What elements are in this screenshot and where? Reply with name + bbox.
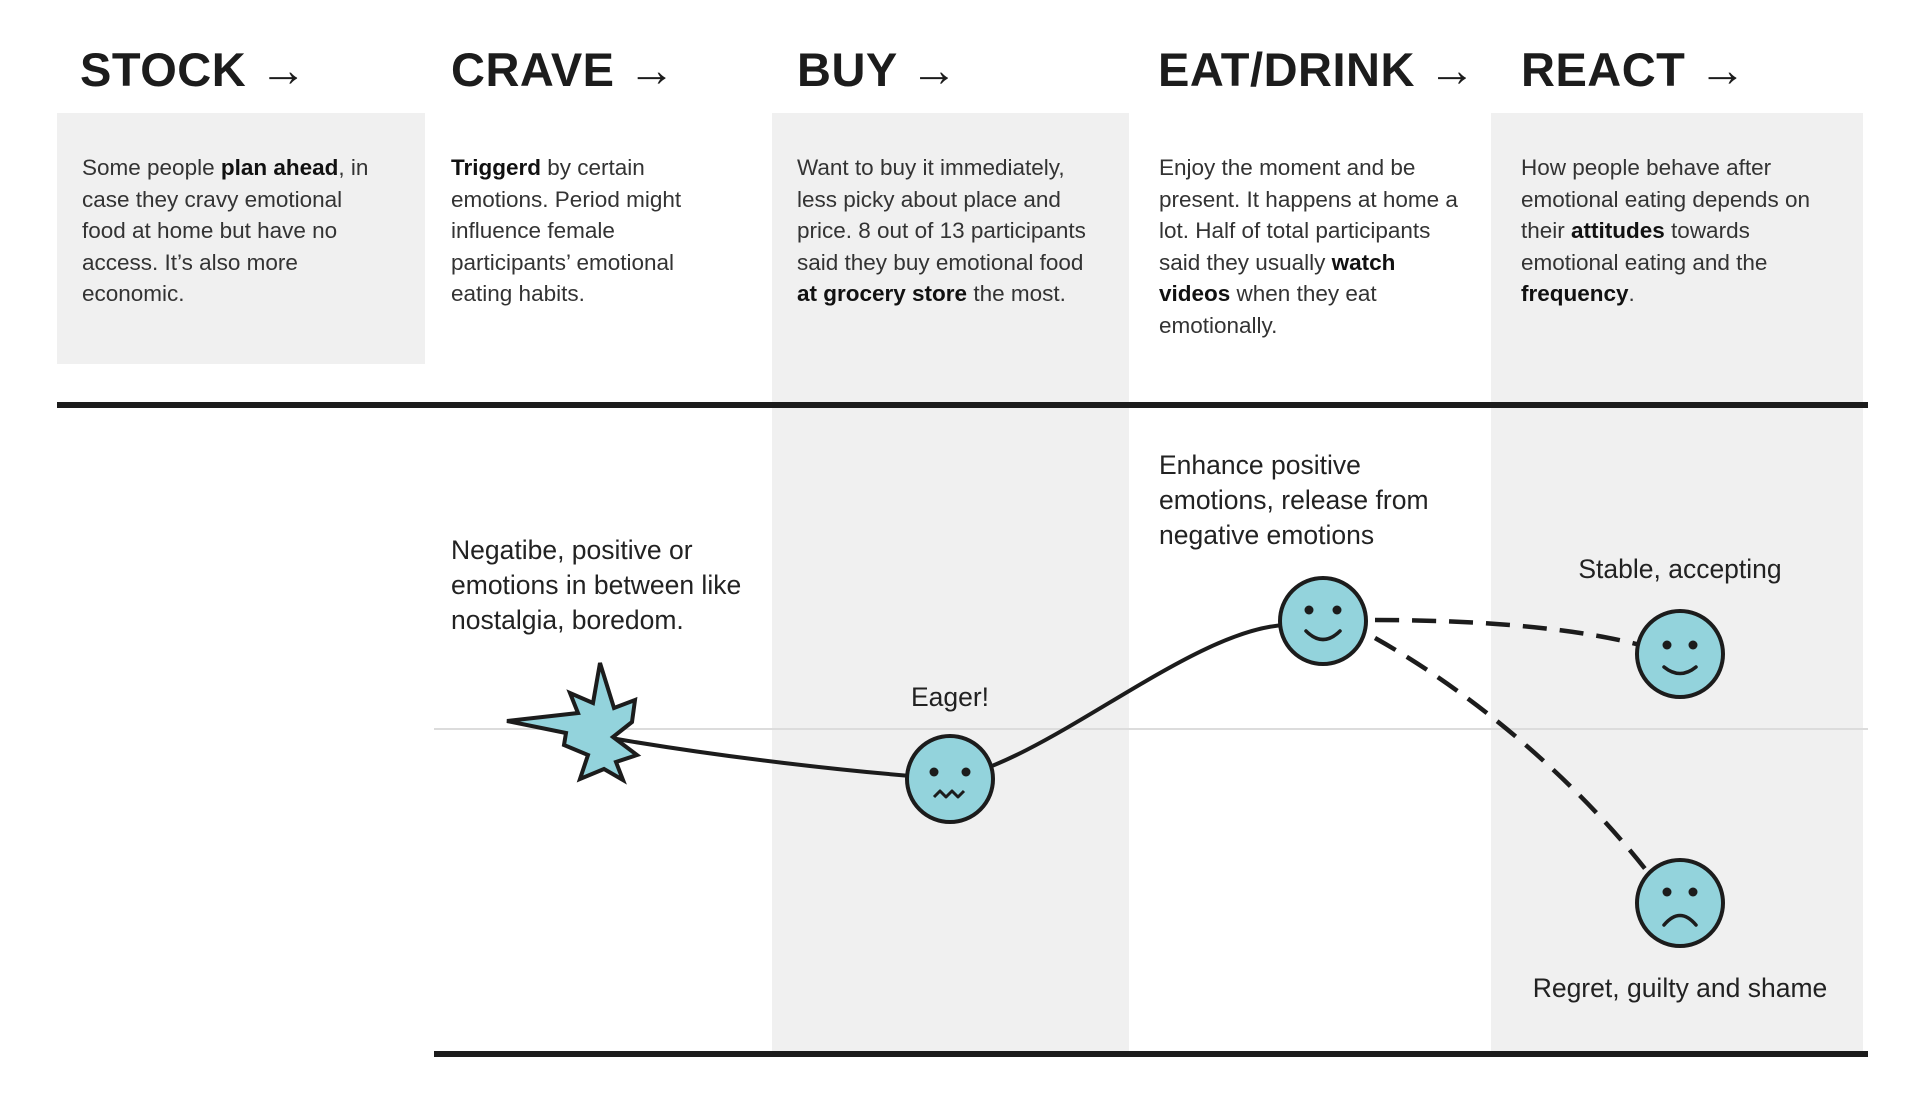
description-text: How people behave after emotional eating… — [1521, 155, 1810, 244]
stage-title-eat-drink: EAT/DRINK → — [1158, 42, 1476, 97]
arrow-right-icon: → — [910, 43, 958, 96]
smiley-face-icon — [1635, 609, 1725, 699]
emphasis-text: Triggerd — [451, 155, 542, 180]
top-divider — [57, 402, 1868, 408]
emphasis-text: at grocery store — [797, 281, 968, 307]
react-path-positive — [1374, 617, 1641, 648]
emphasis-text: attitudes — [1571, 218, 1665, 244]
stage-title-buy: BUY → — [797, 42, 958, 97]
arrow-right-icon: → — [1428, 43, 1476, 96]
stage-name: STOCK — [80, 43, 247, 96]
callout-buy: Eager! — [910, 682, 990, 712]
sad-face-icon — [1635, 858, 1725, 948]
stage-description-crave: Triggerd by certain emotions. Period mig… — [451, 152, 711, 310]
arrow-right-icon: → — [1698, 43, 1747, 96]
arrow-right-icon: → — [628, 43, 676, 96]
description-text: the most. — [967, 281, 1066, 307]
arrow-right-icon: → — [259, 43, 308, 96]
react-path-negative — [1373, 636, 1652, 877]
buy-panel-bg — [772, 113, 1129, 1054]
emphasis-text: frequency — [1521, 281, 1629, 307]
stage-name: BUY — [797, 43, 897, 96]
description-text: Want to buy it immediately, less picky a… — [797, 155, 1086, 275]
description-text: by certain emotions. Period might influe… — [451, 155, 682, 307]
stage-description-react: How people behave after emotional eating… — [1521, 152, 1826, 310]
description-text: , in case they cravy emotional food at h… — [82, 155, 369, 307]
callout-crave: Negatibe, positive or emotions in betwee… — [451, 535, 742, 635]
nervous-face-icon — [905, 734, 995, 824]
callout-react-positive: Stable, accepting — [1578, 554, 1782, 584]
description-text: Enjoy the moment and be present. It happ… — [1159, 155, 1458, 275]
stage-title-react: REACT → — [1521, 42, 1746, 97]
stock-panel-bg — [57, 113, 425, 364]
stage-name: REACT — [1521, 43, 1686, 96]
stage-name: CRAVE — [451, 43, 615, 96]
smiley-face-icon — [1278, 576, 1368, 666]
description-text: when they eat emotionally. — [1159, 281, 1377, 338]
description-text: towards emotional eating and the — [1521, 218, 1768, 275]
bottom-divider — [434, 1051, 1868, 1057]
callout-eat-drink: Enhance positive emotions, release from … — [1159, 450, 1429, 550]
stage-description-stock: Some people plan ahead, in case they cra… — [82, 152, 387, 310]
emphasis-text: plan ahead — [220, 155, 339, 180]
stage-title-crave: CRAVE → — [451, 42, 676, 97]
stage-description-buy: Want to buy it immediately, less picky a… — [797, 152, 1102, 310]
stage-name: EAT/DRINK — [1158, 43, 1415, 96]
stage-description-eat-drink: Enjoy the moment and be present. It happ… — [1159, 152, 1464, 342]
emphasis-text: watch videos — [1159, 249, 1396, 307]
burst-icon — [506, 662, 642, 785]
description-text: Some people — [82, 155, 221, 180]
description-text: . — [1628, 281, 1635, 307]
stage-title-stock: STOCK → — [80, 42, 307, 97]
callout-react-negative: Regret, guilty and shame — [1532, 973, 1828, 1003]
